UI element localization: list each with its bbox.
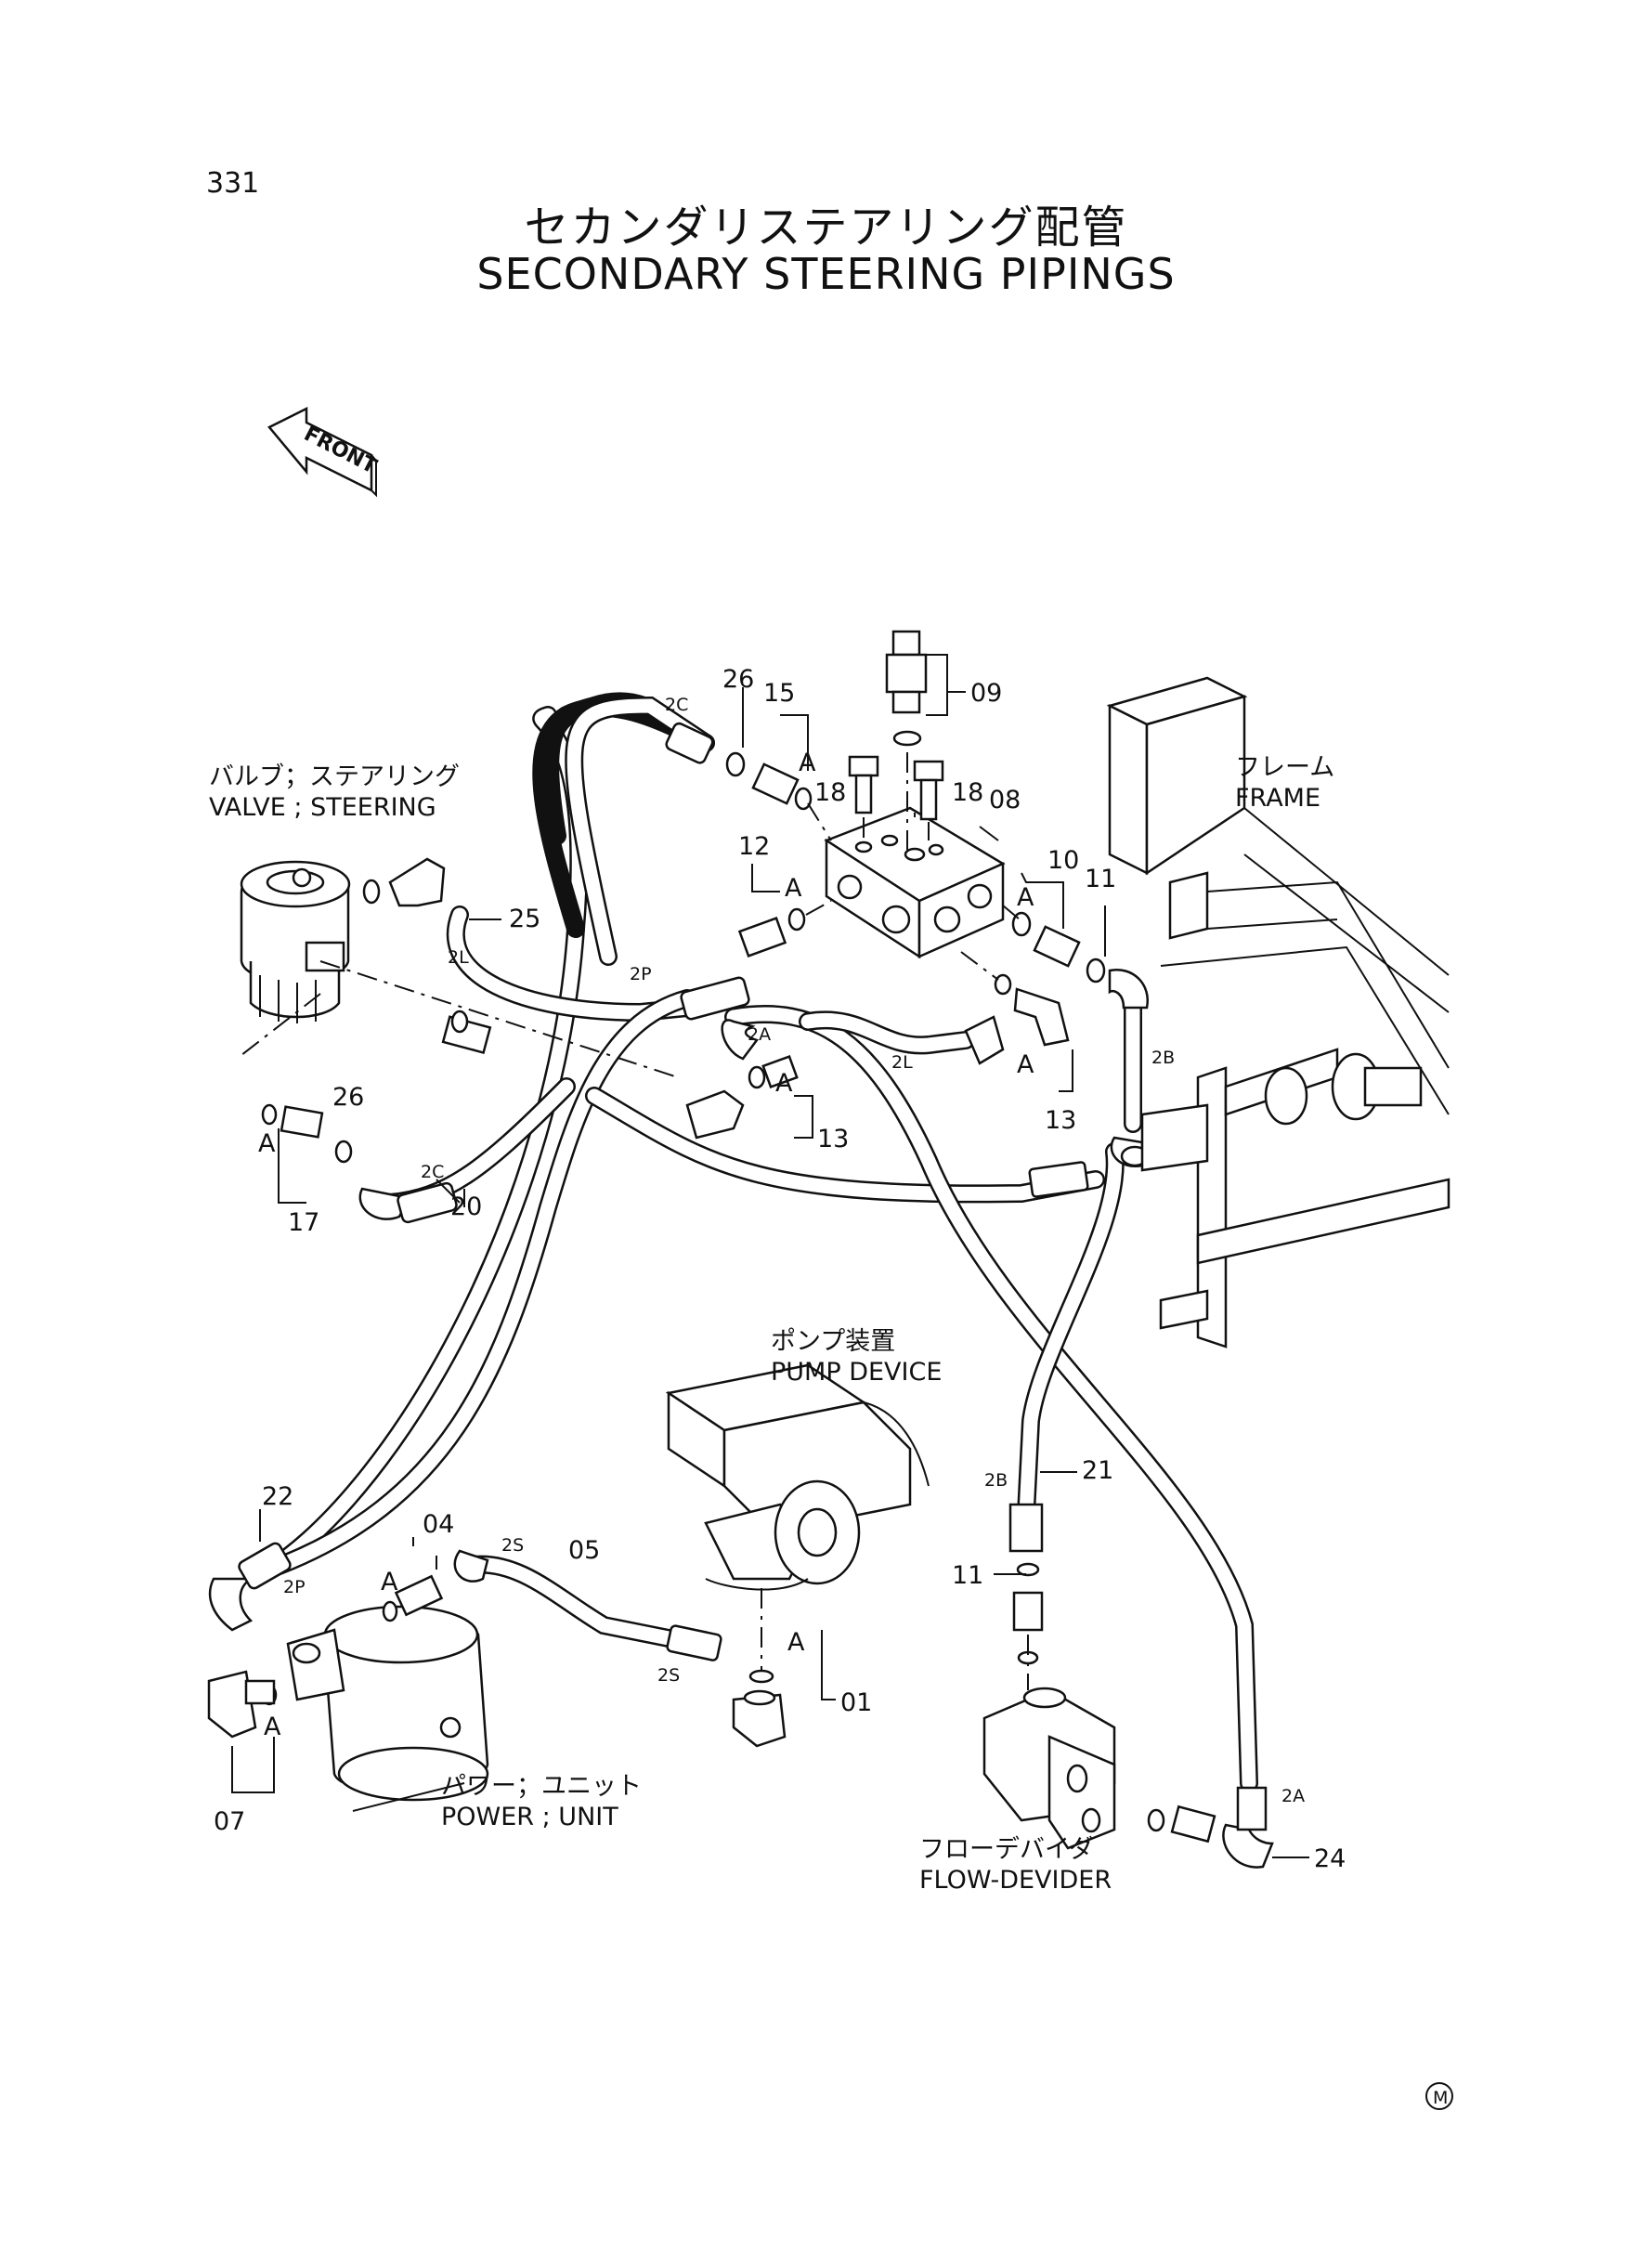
frame-jp: フレーム bbox=[1235, 753, 1334, 782]
page-number: 331 bbox=[206, 167, 260, 200]
part-numbers: 01 04 05 07 08 09 10 11 11 12 13 13 15 1… bbox=[214, 665, 1346, 1873]
conn-2l-mid: 2L bbox=[891, 1052, 913, 1073]
part-25: 25 bbox=[509, 905, 540, 933]
marker-a-17: A bbox=[258, 1129, 276, 1158]
frame-en: FRAME bbox=[1235, 784, 1320, 813]
marker-a-12: A bbox=[785, 874, 802, 903]
part-12: 12 bbox=[738, 832, 770, 861]
marker-a-07: A bbox=[264, 1713, 281, 1741]
conn-2s-bottom: 2S bbox=[657, 1665, 680, 1686]
marker-a-13-right: A bbox=[1017, 1050, 1034, 1079]
conn-2l-left: 2L bbox=[448, 947, 469, 968]
bolts bbox=[848, 755, 944, 845]
conn-2c-top: 2C bbox=[665, 695, 688, 715]
part-21: 21 bbox=[1082, 1456, 1113, 1485]
part-13-right: 13 bbox=[1045, 1106, 1076, 1135]
valve-steering-jp: バルブ；ステアリング bbox=[209, 762, 460, 791]
part-17: 17 bbox=[288, 1208, 319, 1237]
conn-2s-top: 2S bbox=[501, 1535, 524, 1556]
part-05: 05 bbox=[568, 1536, 600, 1565]
hoses bbox=[260, 692, 1258, 1792]
pump-device-jp: ポンプ装置 bbox=[771, 1327, 895, 1356]
part-15: 15 bbox=[763, 679, 795, 708]
marker-a-13-left: A bbox=[775, 1069, 793, 1098]
steering-valve bbox=[236, 857, 679, 1224]
power-unit-jp: パワー；ユニット bbox=[441, 1772, 642, 1801]
part-20: 20 bbox=[450, 1192, 482, 1221]
part-10: 10 bbox=[1047, 846, 1079, 875]
title-japanese: セカンダリステアリング配管 bbox=[524, 202, 1128, 254]
marker-a-01: A bbox=[787, 1628, 805, 1657]
power-unit-en: POWER ; UNIT bbox=[441, 1803, 618, 1831]
marker-a-04: A bbox=[381, 1568, 398, 1596]
part-26-upper: 26 bbox=[722, 665, 754, 694]
part-18-right: 18 bbox=[952, 778, 983, 807]
flow-devider-jp: フローデバイダ bbox=[919, 1835, 1094, 1864]
conn-2a-bottom: 2A bbox=[1281, 1786, 1305, 1806]
frame bbox=[1106, 676, 1450, 1348]
flow-devider bbox=[982, 1503, 1274, 1869]
conn-2p-top: 2P bbox=[630, 964, 652, 984]
part-09: 09 bbox=[970, 679, 1002, 708]
part-18-left: 18 bbox=[814, 778, 846, 807]
part-08: 08 bbox=[989, 786, 1021, 814]
component-captions: バルブ；ステアリング VALVE ; STEERING フレーム FRAME ポ… bbox=[209, 753, 1334, 1895]
valve-steering-en: VALVE ; STEERING bbox=[209, 793, 436, 822]
marker-a-15: A bbox=[799, 749, 816, 777]
part-26-lower: 26 bbox=[332, 1083, 364, 1112]
part-01: 01 bbox=[840, 1688, 872, 1717]
conn-2b-mid: 2B bbox=[984, 1470, 1008, 1491]
conn-2p-bottom: 2P bbox=[283, 1577, 306, 1597]
part-11-lower: 11 bbox=[952, 1561, 983, 1590]
valve-block bbox=[824, 806, 1006, 959]
part-24: 24 bbox=[1314, 1844, 1346, 1873]
part-13-left: 13 bbox=[817, 1125, 849, 1153]
part-04: 04 bbox=[423, 1510, 454, 1539]
fittings bbox=[665, 722, 1150, 1198]
front-arrow-icon: FRONT bbox=[267, 406, 380, 498]
connection-labels: 2C 2C 2L 2L 2P 2P 2A 2A 2B 2B 2S 2S bbox=[283, 695, 1305, 1806]
part-22: 22 bbox=[262, 1482, 293, 1511]
power-unit bbox=[207, 1542, 722, 1812]
plug-fitting bbox=[885, 630, 966, 850]
marker-a-10: A bbox=[1017, 883, 1034, 912]
pump-device bbox=[665, 1363, 930, 1748]
flow-devider-en: FLOW-DEVIDER bbox=[919, 1866, 1112, 1895]
conn-2a-mid: 2A bbox=[748, 1024, 771, 1045]
conn-2c-left: 2C bbox=[421, 1162, 444, 1182]
corner-mark-letter: M bbox=[1433, 2088, 1448, 2108]
pump-device-en: PUMP DEVICE bbox=[771, 1358, 942, 1387]
leader-lines bbox=[231, 687, 1309, 1858]
title-english: SECONDARY STEERING PIPINGS bbox=[476, 249, 1176, 299]
conn-2b-top: 2B bbox=[1151, 1048, 1175, 1068]
group-markers: A A A A A A A A A bbox=[258, 749, 1034, 1741]
part-07: 07 bbox=[214, 1807, 245, 1836]
part-11-upper: 11 bbox=[1085, 865, 1116, 893]
corner-mark: M bbox=[1425, 2082, 1453, 2110]
